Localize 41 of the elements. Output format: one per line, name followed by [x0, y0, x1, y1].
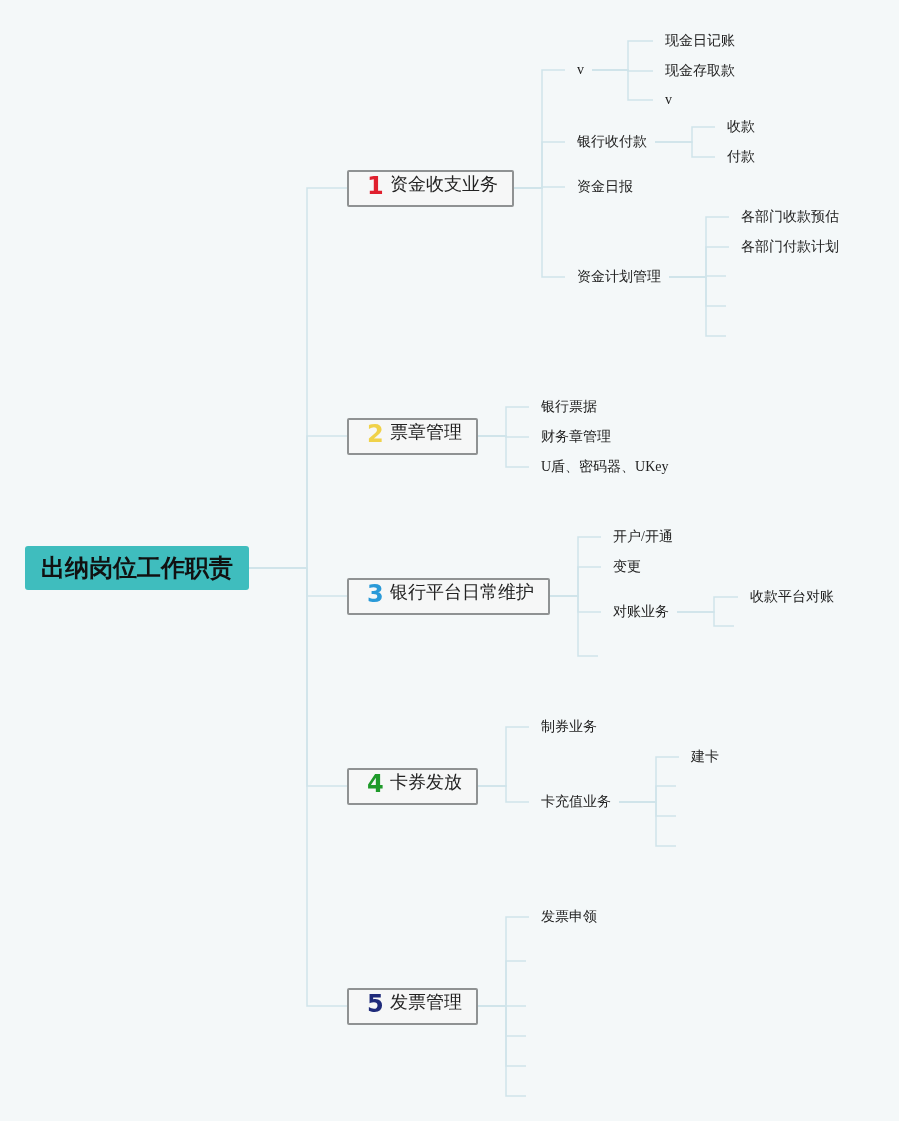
root-topic: 出纳岗位工作职责 [25, 546, 249, 590]
topic-label: 发票管理 [389, 990, 462, 1012]
number-label: 4 [367, 769, 384, 798]
branch-line [476, 785, 530, 803]
topic-box [347, 577, 550, 615]
topic-box [347, 169, 514, 207]
topic-label: 建卡 [679, 747, 727, 767]
topic-label: v [653, 90, 680, 110]
topic-label: 变更 [601, 557, 649, 577]
topic-box [347, 417, 478, 455]
topic-label: 资金日报 [565, 177, 641, 197]
topic-label: 发票申领 [529, 907, 605, 927]
topic-label: 票章管理 [389, 420, 462, 442]
topic-box [347, 987, 478, 1025]
number-label: 3 [367, 579, 384, 608]
topic-label: v [565, 60, 592, 80]
topic-label: 对账业务 [601, 602, 677, 622]
topic-label: 现金日记账 [653, 31, 743, 51]
topic-label: U盾、密码器、UKey [529, 457, 677, 477]
number-label: 2 [367, 419, 384, 448]
topic-label: 开户/开通 [601, 527, 681, 547]
number-label: 1 [367, 171, 384, 200]
topic-label: 资金收支业务 [389, 172, 498, 194]
topic-label: 制券业务 [529, 717, 605, 737]
branch-line [654, 141, 716, 158]
topic-label: 收款平台对账 [738, 587, 842, 607]
topic-label: 资金计划管理 [565, 267, 669, 287]
topic-label: 财务章管理 [529, 427, 619, 447]
number-label: 5 [367, 989, 384, 1018]
topic-box [347, 767, 478, 805]
topic-label: 银行收付款 [565, 132, 655, 152]
branch-line [676, 611, 735, 627]
topic-label: 各部门收款预估 [729, 207, 847, 227]
topic-label: 卡充值业务 [529, 792, 619, 812]
topic-label: 现金存取款 [653, 61, 743, 81]
topic-label: 银行平台日常维护 [389, 580, 534, 602]
topic-label: 付款 [715, 147, 763, 167]
topic-label: 卡券发放 [389, 770, 462, 792]
topic-label: 收款 [715, 117, 763, 137]
topic-label: 各部门付款计划 [729, 237, 847, 257]
topic-label: 银行票据 [529, 397, 605, 417]
